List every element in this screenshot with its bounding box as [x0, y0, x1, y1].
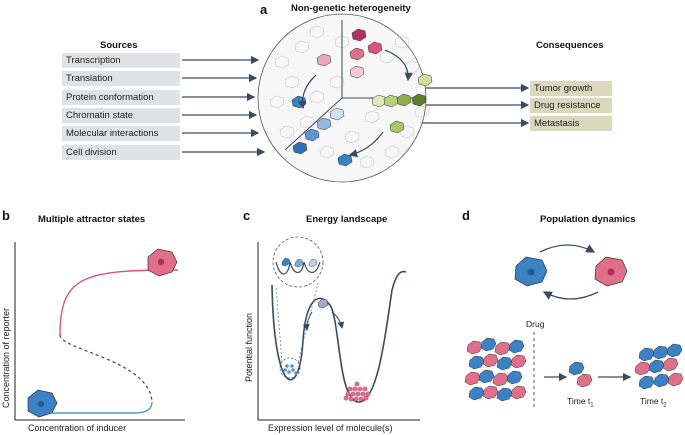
blue-cells [291, 95, 353, 167]
panel-b-xlabel: Concentration of inducer [28, 423, 127, 433]
b-lower-branch [52, 401, 153, 414]
source-cell-division: Cell division [62, 145, 180, 160]
t1-population [568, 361, 593, 388]
drug-label: Drug [526, 319, 545, 329]
energy-curve [271, 270, 407, 403]
t2-population [634, 343, 684, 390]
panel-a-diagram [182, 13, 530, 183]
panel-a-title: Non-genetic heterogeneity [291, 3, 411, 14]
source-arrows [182, 55, 266, 157]
initial-population [464, 337, 527, 402]
panel-b-ylabel: Concentration of reporter [1, 307, 11, 408]
consequence-drug-resistance: Drug resistance [530, 98, 612, 113]
consequence-arrows [422, 83, 530, 128]
panel-a-letter: a [260, 2, 268, 17]
consequence-metastasis: Metastasis [530, 116, 612, 131]
consequence-tumor-growth: Tumor growth [530, 81, 612, 96]
panel-d-diagram [464, 244, 684, 410]
panel-b-letter: b [2, 208, 10, 223]
consequences-heading: Consequences [536, 40, 604, 51]
source-translation: Translation [62, 71, 180, 86]
source-protein-conformation: Protein conformation [62, 90, 180, 105]
panel-c-diagram [257, 236, 420, 421]
source-chromatin-state: Chromatin state [62, 108, 180, 123]
time2-label: Time t2 [640, 396, 667, 409]
panel-c-ylabel: Potential function [244, 312, 254, 382]
source-molecular-interactions: Molecular interactions [62, 126, 180, 141]
panel-c-letter: c [243, 208, 251, 223]
b-upper-branch [59, 269, 179, 336]
panel-b-diagram [14, 242, 185, 421]
sources-heading: Sources [100, 40, 138, 51]
background-cells [269, 25, 430, 169]
pink-cells [316, 28, 383, 79]
blue-cluster [283, 364, 298, 375]
panel-c-title: Energy landscape [306, 214, 388, 225]
green-cells [371, 73, 433, 134]
panel-d-letter: d [462, 208, 470, 223]
b-unstable-branch [59, 334, 153, 403]
pink-cluster [343, 381, 371, 402]
time1-label: Time t1 [567, 396, 594, 409]
panel-d-title: Population dynamics [540, 214, 636, 225]
panel-b-title: Multiple attractor states [38, 214, 146, 225]
source-transcription: Transcription [62, 53, 180, 68]
panel-c-xlabel: Expression level of molecule(s) [268, 423, 393, 433]
